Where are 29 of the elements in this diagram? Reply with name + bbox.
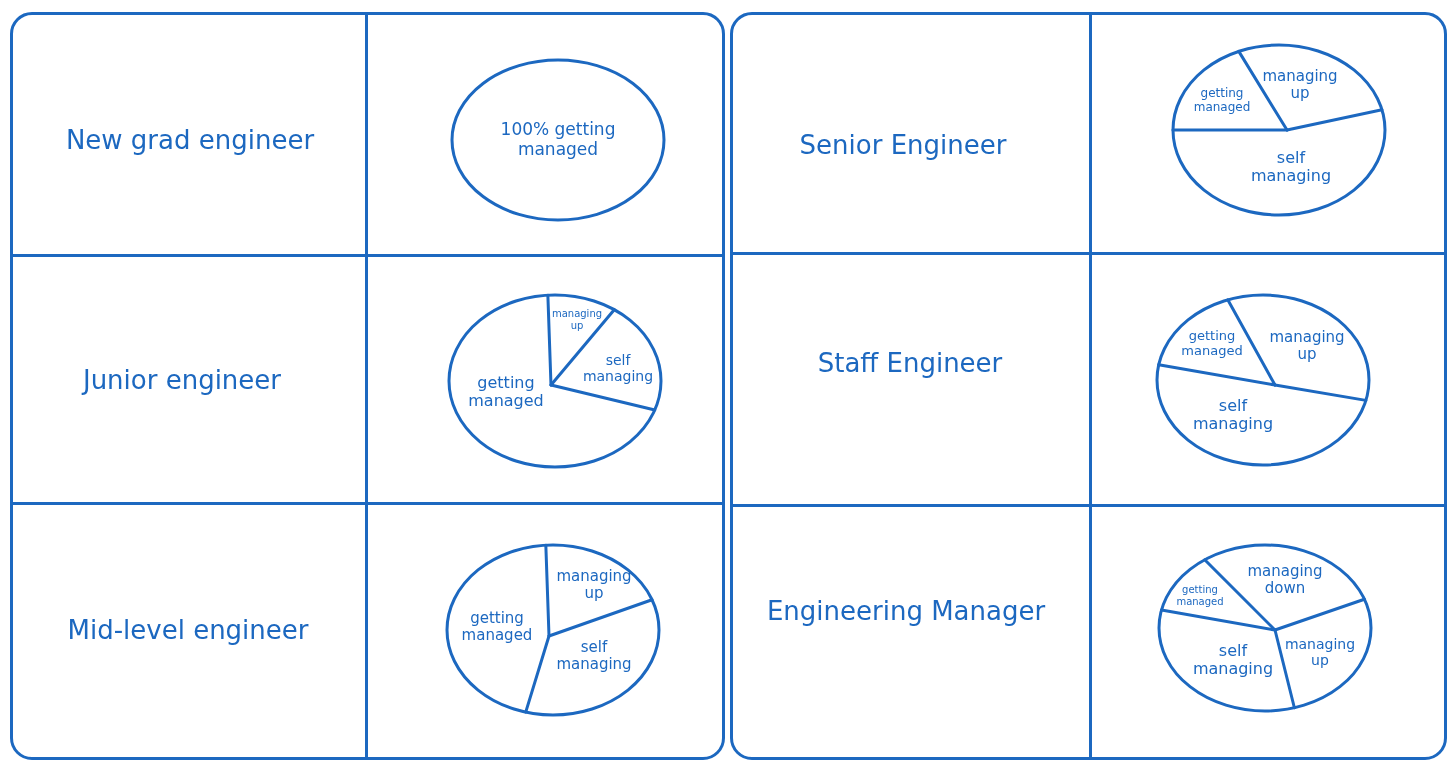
role-label: Staff Engineer — [817, 348, 1003, 378]
role-label: Mid-level engineer — [67, 615, 309, 645]
role-label: Engineering Manager — [766, 596, 1046, 626]
pie-chart — [1154, 292, 1372, 468]
slice-label: managing up — [1268, 328, 1346, 364]
slice-label: self managing — [581, 351, 655, 385]
slice-label: 100% getting managed — [499, 120, 617, 160]
pie-chart — [444, 542, 662, 718]
pie-chart — [446, 292, 664, 470]
slice-label: self managing — [1249, 148, 1333, 186]
slice-label: managing down — [1246, 562, 1324, 598]
slice-label: self managing — [1191, 641, 1275, 679]
role-label: New grad engineer — [65, 125, 315, 155]
slice-label: getting managed — [460, 609, 534, 645]
role-label: Senior Engineer — [799, 130, 1007, 160]
slice-label: managing up — [1261, 67, 1339, 103]
slice-label: managing up — [550, 307, 604, 331]
slice-label: getting managed — [1175, 583, 1225, 607]
slice-label: self managing — [1191, 396, 1275, 434]
slice-label: self managing — [555, 638, 633, 674]
slice-label: getting managed — [467, 373, 545, 411]
pie-chart — [1170, 42, 1388, 218]
role-label: Junior engineer — [82, 365, 282, 395]
pie-chart — [1156, 542, 1374, 714]
slice-label: managing up — [1283, 635, 1357, 669]
pie-chart — [449, 57, 667, 223]
slice-label: managing up — [555, 567, 633, 603]
slice-label: getting managed — [1180, 329, 1244, 359]
slice-label: getting managed — [1192, 87, 1252, 115]
